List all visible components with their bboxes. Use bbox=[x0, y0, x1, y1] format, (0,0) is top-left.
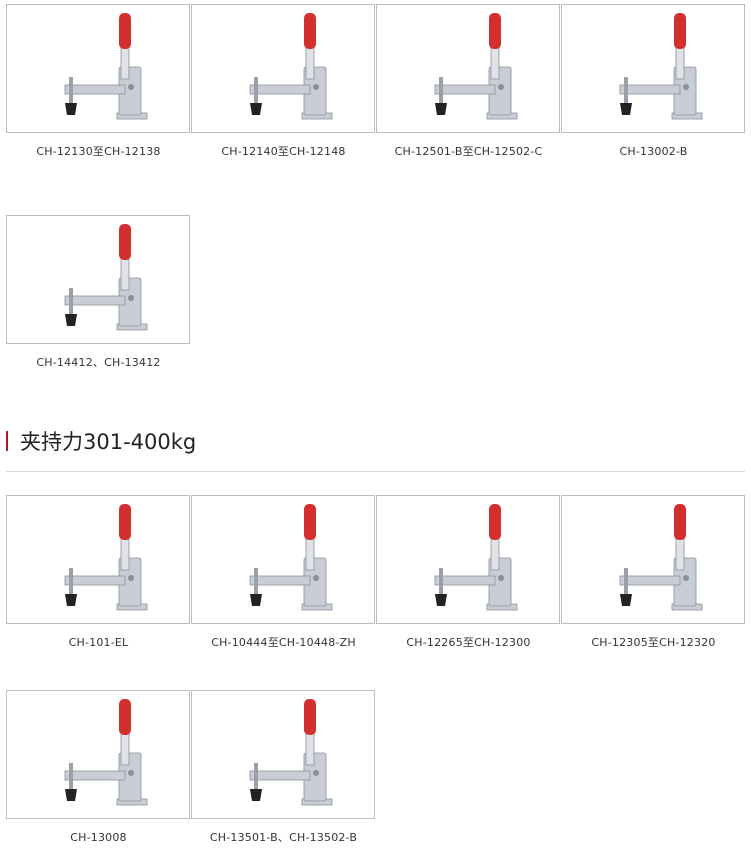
product-card[interactable]: CH-12265至CH-12300 bbox=[376, 495, 561, 652]
product-image-frame[interactable] bbox=[376, 4, 560, 133]
product-label[interactable]: CH-101-EL bbox=[68, 636, 129, 649]
product-label[interactable]: CH-14412、CH-13412 bbox=[36, 356, 161, 369]
product-image-frame[interactable] bbox=[191, 495, 375, 624]
product-card[interactable]: CH-12305至CH-12320 bbox=[561, 495, 746, 652]
toggle-clamp-icon bbox=[249, 699, 333, 806]
product-label[interactable]: CH-12130至CH-12138 bbox=[36, 145, 161, 158]
toggle-clamp-icon bbox=[64, 13, 148, 120]
section-title: 夹持力301-400kg bbox=[20, 430, 197, 454]
section-divider bbox=[6, 471, 745, 472]
product-image-frame[interactable] bbox=[561, 495, 745, 624]
section-heading: 夹持力301-400kg bbox=[6, 428, 196, 454]
toggle-clamp-icon bbox=[434, 504, 518, 611]
product-card[interactable]: CH-13501-B、CH-13502-B bbox=[191, 690, 376, 847]
product-grid-section-1: CH-12130至CH-12138 CH-12140至CH-12148 CH-1… bbox=[6, 4, 746, 372]
product-image-frame[interactable] bbox=[561, 4, 745, 133]
product-image-frame[interactable] bbox=[191, 690, 375, 819]
toggle-clamp-icon bbox=[64, 504, 148, 611]
product-card[interactable]: CH-13008 bbox=[6, 690, 191, 847]
product-card[interactable]: CH-12140至CH-12148 bbox=[191, 4, 376, 161]
toggle-clamp-icon bbox=[434, 13, 518, 120]
product-card[interactable]: CH-101-EL bbox=[6, 495, 191, 652]
product-image-frame[interactable] bbox=[6, 495, 190, 624]
product-image-frame[interactable] bbox=[191, 4, 375, 133]
product-image-frame[interactable] bbox=[6, 4, 190, 133]
heading-accent-bar bbox=[6, 431, 8, 451]
product-label[interactable]: CH-12501-B至CH-12502-C bbox=[394, 145, 543, 158]
product-label[interactable]: CH-13501-B、CH-13502-B bbox=[209, 831, 358, 844]
product-card[interactable]: CH-13002-B bbox=[561, 4, 746, 161]
product-card[interactable]: CH-12501-B至CH-12502-C bbox=[376, 4, 561, 161]
toggle-clamp-icon bbox=[249, 13, 333, 120]
product-card[interactable]: CH-12130至CH-12138 bbox=[6, 4, 191, 161]
toggle-clamp-icon bbox=[64, 699, 148, 806]
product-label[interactable]: CH-12265至CH-12300 bbox=[406, 636, 531, 649]
product-label[interactable]: CH-12305至CH-12320 bbox=[591, 636, 716, 649]
toggle-clamp-icon bbox=[619, 504, 703, 611]
product-card[interactable]: CH-10444至CH-10448-ZH bbox=[191, 495, 376, 652]
product-label[interactable]: CH-12140至CH-12148 bbox=[221, 145, 346, 158]
toggle-clamp-icon bbox=[619, 13, 703, 120]
product-grid-section-2: CH-101-EL CH-10444至CH-10448-ZH CH-12265至… bbox=[6, 495, 746, 847]
toggle-clamp-icon bbox=[249, 504, 333, 611]
product-image-frame[interactable] bbox=[6, 690, 190, 819]
product-label[interactable]: CH-13008 bbox=[70, 831, 127, 844]
product-image-frame[interactable] bbox=[376, 495, 560, 624]
product-card[interactable]: CH-14412、CH-13412 bbox=[6, 215, 191, 372]
toggle-clamp-icon bbox=[64, 224, 148, 331]
product-label[interactable]: CH-10444至CH-10448-ZH bbox=[211, 636, 356, 649]
product-image-frame[interactable] bbox=[6, 215, 190, 344]
product-label[interactable]: CH-13002-B bbox=[619, 145, 688, 158]
